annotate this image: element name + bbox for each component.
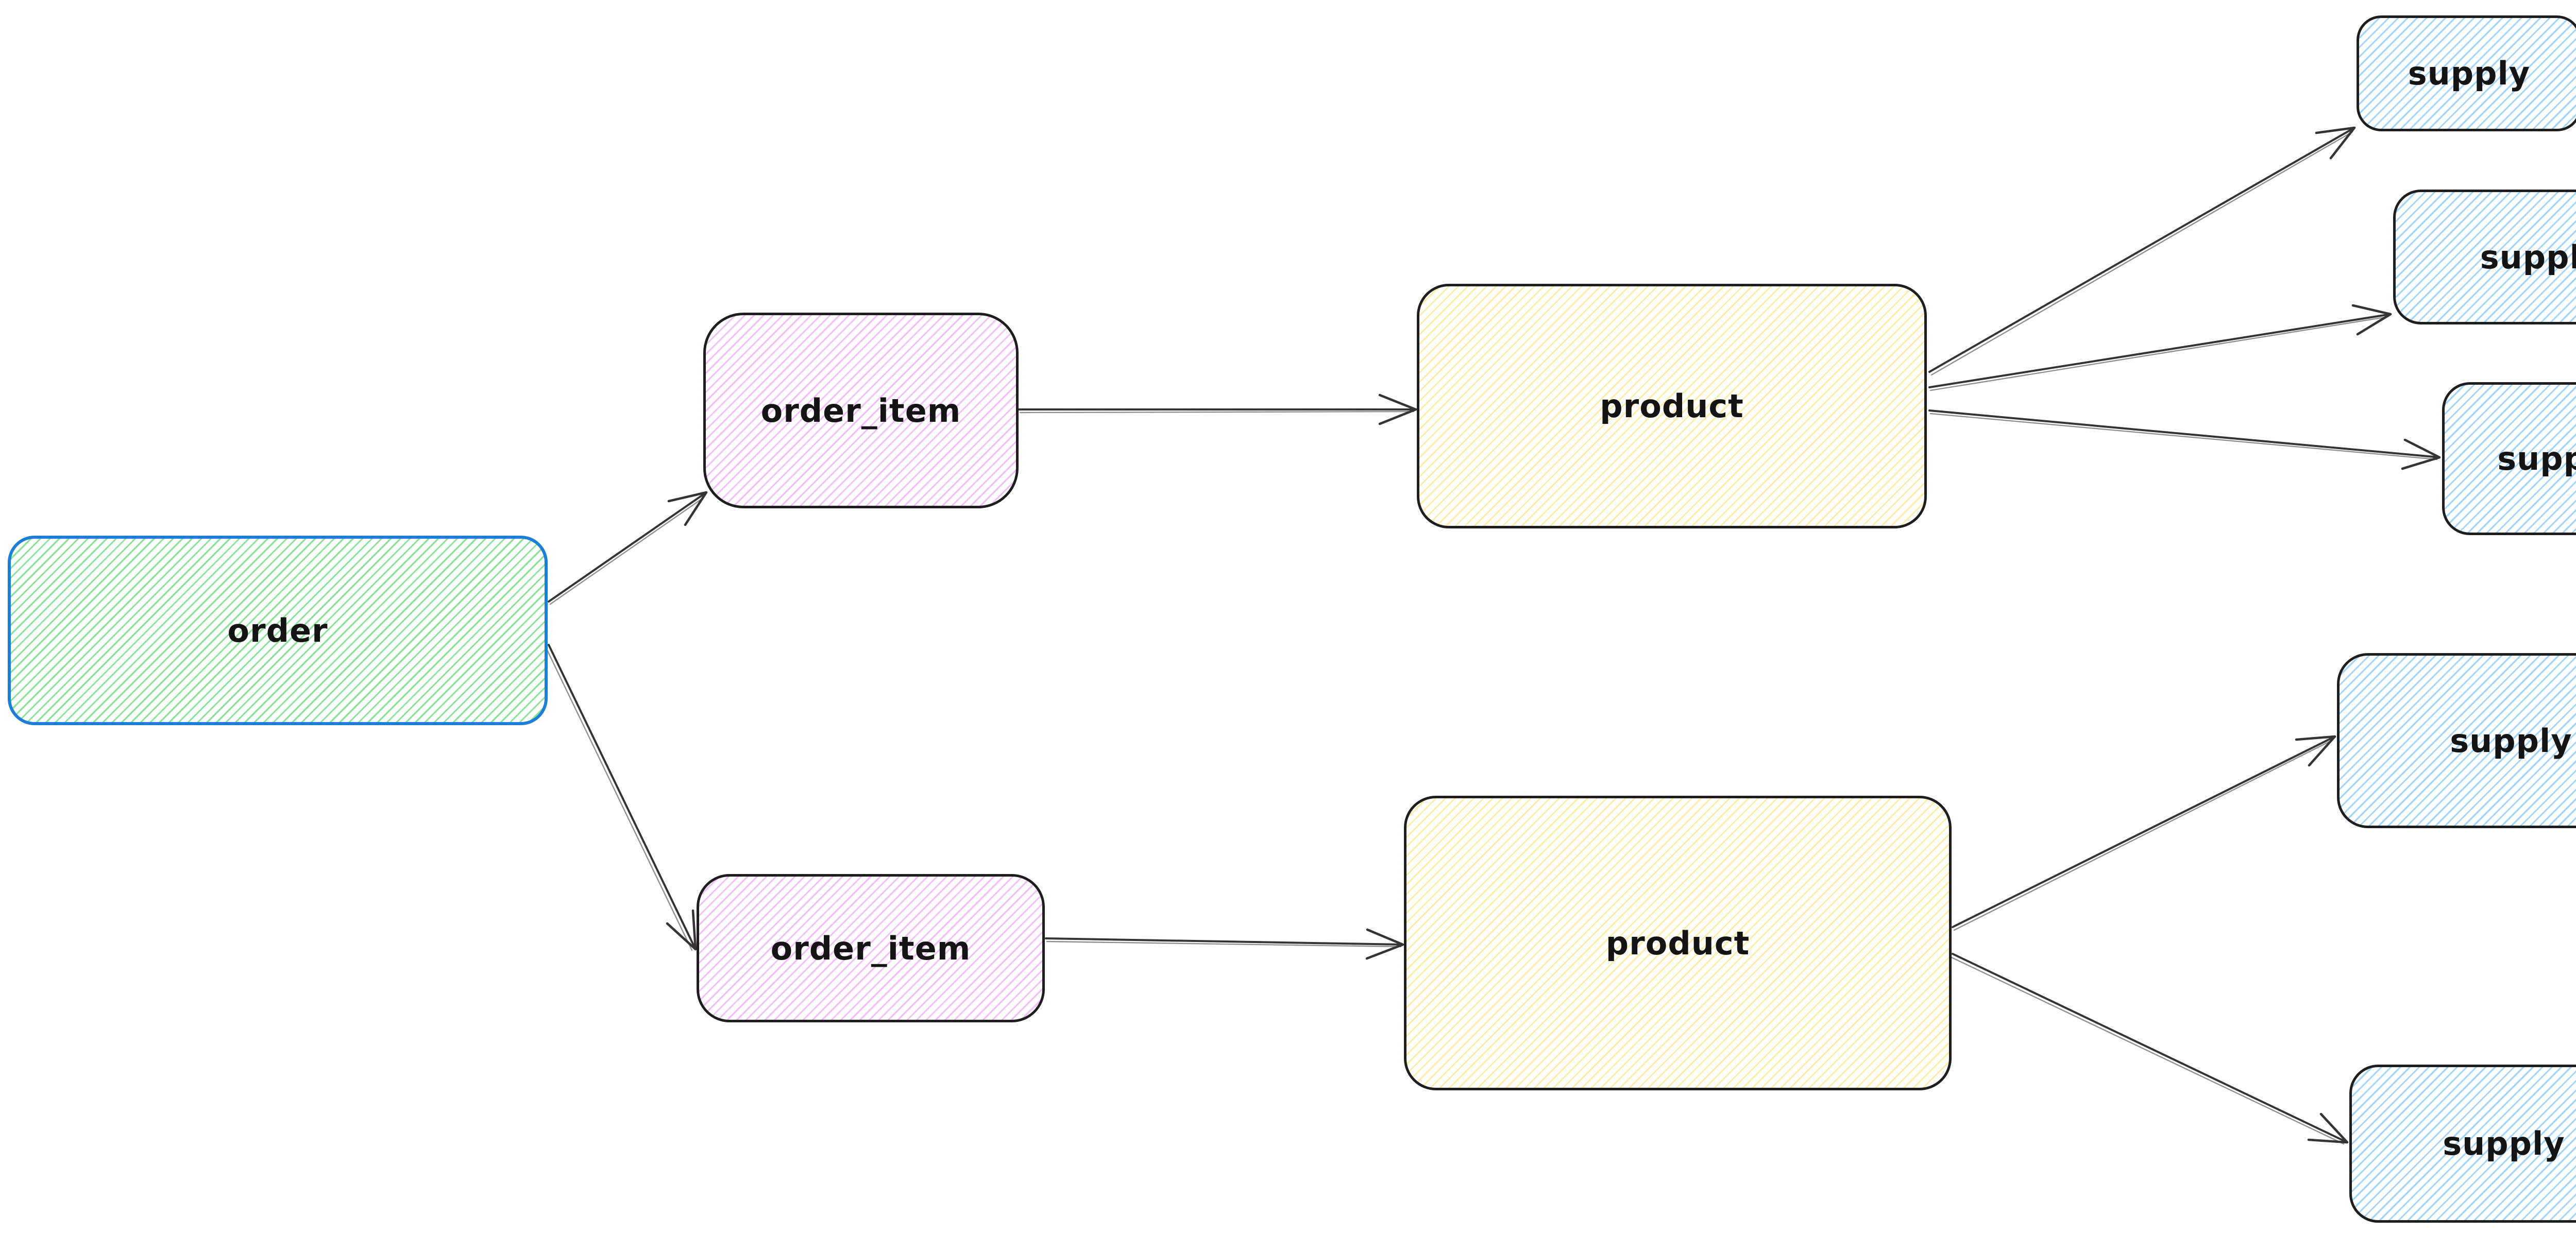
- node-product-1[interactable]: product: [1417, 284, 1927, 528]
- node-order-item-2-label: order_item: [770, 929, 971, 967]
- arrow-product-1-to-supply-3[interactable]: [1928, 409, 2441, 470]
- node-supply-1-label: supply: [2408, 55, 2531, 92]
- node-supply-1[interactable]: supply: [2357, 15, 2576, 131]
- arrow-order-to-order-item-1[interactable]: [548, 491, 708, 605]
- node-supply-5[interactable]: supply: [2349, 1065, 2576, 1223]
- node-supply-4-label: supply: [2450, 722, 2572, 760]
- node-supply-4[interactable]: supply: [2337, 653, 2576, 828]
- arrow-order-to-order-item-2[interactable]: [545, 644, 697, 951]
- arrow-product-2-to-supply-4[interactable]: [1952, 735, 2336, 931]
- arrow-product-1-to-supply-1[interactable]: [1928, 126, 2356, 376]
- node-supply-3[interactable]: supply: [2442, 382, 2576, 535]
- node-product-1-label: product: [1600, 387, 1744, 425]
- node-supply-2-label: supply: [2480, 238, 2576, 276]
- node-supply-5-label: supply: [2443, 1125, 2565, 1162]
- node-order-item-2[interactable]: order_item: [697, 874, 1045, 1022]
- node-order-item-1-label: order_item: [760, 391, 961, 430]
- node-product-2-label: product: [1605, 924, 1750, 962]
- node-order-item-1[interactable]: order_item: [703, 313, 1019, 508]
- node-supply-2[interactable]: supply: [2393, 190, 2576, 324]
- node-order[interactable]: order: [8, 536, 548, 725]
- node-order-label: order: [227, 611, 328, 649]
- arrow-order-item-1-to-product-1[interactable]: [1018, 393, 1417, 425]
- node-supply-3-label: supply: [2497, 440, 2576, 477]
- node-product-2[interactable]: product: [1404, 796, 1952, 1090]
- arrow-product-2-to-supply-5[interactable]: [1950, 953, 2349, 1145]
- arrow-product-1-to-supply-2[interactable]: [1928, 304, 2392, 391]
- arrow-order-item-2-to-product-2[interactable]: [1045, 928, 1404, 960]
